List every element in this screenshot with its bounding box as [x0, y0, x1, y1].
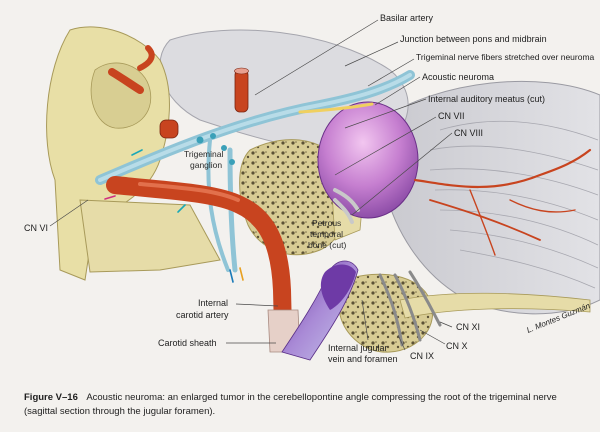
ophthalmic-artery	[137, 45, 155, 71]
acoustic-neuroma	[317, 101, 419, 219]
label-internal-auditory-meatus: Internal auditory meatus (cut)	[428, 94, 545, 104]
figure-caption-line1: Figure V–16 Acoustic neuroma: an enlarge…	[24, 387, 557, 404]
label-jugular-line1: Internal jugular	[328, 343, 388, 353]
internal-carotid-artery	[106, 176, 292, 339]
label-leaders	[49, 19, 453, 351]
label-internal-carotid-line1: Internal	[198, 298, 228, 308]
cranial-nerves-ix-x-xi	[378, 270, 442, 347]
basilar-artery-vessel	[234, 69, 249, 113]
label-cn-vi: CN VI	[24, 223, 48, 233]
label-carotid-sheath: Carotid sheath	[158, 338, 217, 348]
basilar-artery-cut-top	[234, 67, 249, 75]
cerebellar-arteries	[413, 148, 592, 256]
label-petrous-line3: bone (cut)	[308, 240, 346, 250]
clivus-base	[79, 199, 221, 273]
label-cn-x: CN X	[446, 341, 468, 351]
label-basilar-artery: Basilar artery	[380, 13, 434, 23]
label-trigeminal-ganglion-line1: Trigeminal	[184, 149, 223, 159]
label-cn-vii: CN VII	[438, 111, 465, 121]
label-cn-xi: CN XI	[456, 322, 480, 332]
occipital-bone	[399, 292, 591, 319]
label-trigeminal-fibers: Trigeminal nerve fibers stretched over n…	[416, 52, 595, 62]
flow-arrows	[104, 149, 244, 283]
figure-caption-line2: (sagittal section through the jugular fo…	[24, 406, 215, 417]
cn-vii-viii-stubs	[333, 188, 360, 224]
label-internal-carotid-line2: carotid artery	[176, 310, 229, 320]
label-pons-midbrain: Junction between pons and midbrain	[400, 34, 547, 44]
sella-turcica	[90, 62, 152, 129]
cerebellum-folia	[429, 120, 599, 289]
trigeminal-ganglion-dots	[196, 133, 235, 165]
cerebellum	[379, 80, 600, 315]
label-cn-viii: CN VIII	[454, 128, 483, 138]
figure-caption-label: Figure V–16	[24, 392, 78, 403]
label-jugular-line2: vein and foramen	[328, 354, 398, 364]
label-petrous-line2: temporal	[310, 229, 343, 239]
label-petrous-line1: Petrous	[312, 218, 341, 228]
carotid-siphon-cut	[159, 119, 179, 139]
anterior-cerebral-artery	[108, 68, 144, 94]
label-acoustic-neuroma: Acoustic neuroma	[422, 72, 494, 82]
jugular-bulb	[320, 264, 356, 310]
internal-carotid-highlight	[138, 182, 240, 202]
label-trigeminal-ganglion-line2: ganglion	[190, 160, 222, 170]
label-cn-ix: CN IX	[410, 351, 434, 361]
figure-caption-text: Acoustic neuroma: an enlarged tumor in t…	[86, 392, 557, 403]
trigeminal-nerve-fibers	[95, 70, 415, 273]
